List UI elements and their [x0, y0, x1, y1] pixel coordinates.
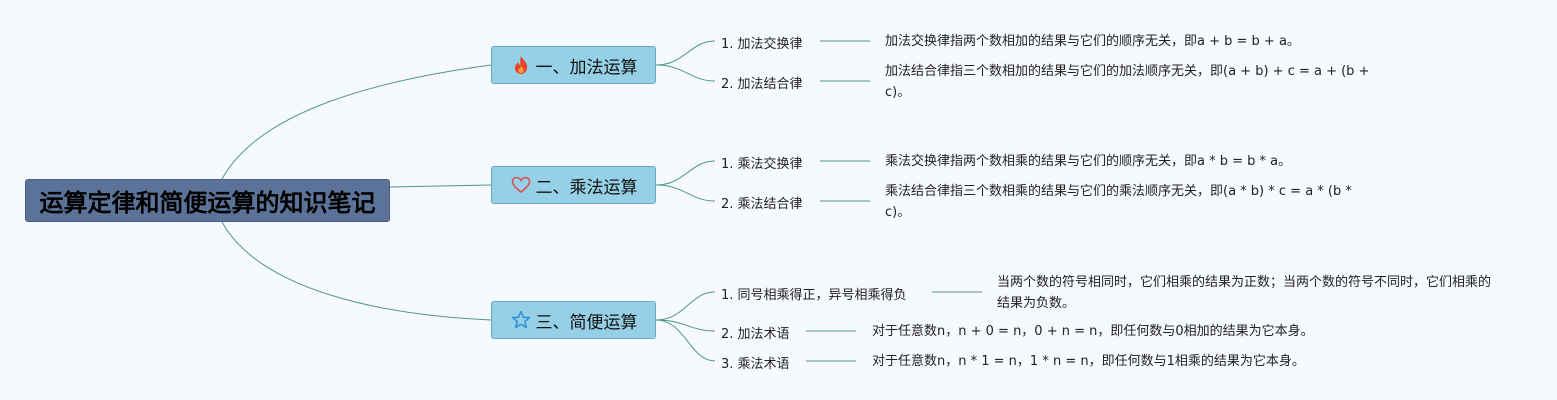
topic-label: 二、乘法运算 — [535, 177, 638, 198]
heart-icon — [510, 174, 532, 196]
topic-label: 三、简便运算 — [535, 312, 638, 333]
subtopic-addition-commutative[interactable]: 1. 加法交换律 — [721, 37, 803, 52]
note-multiplication-commutative: 乘法交换律指两个数相乘的结果与它们的顺序无关，即a * b = b * a。 — [885, 154, 1292, 169]
note-addition-terms: 对于任意数n，n + 0 = n，0 + n = n，即任何数与0相加的结果为它… — [872, 324, 1314, 339]
subtopic-sign-rule[interactable]: 1. 同号相乘得正，异号相乘得负 — [721, 288, 907, 303]
note-addition-associative: 加法结合律指三个数相加的结果与它们的加法顺序无关，即(a + b) + c = … — [885, 64, 1370, 100]
note-addition-commutative: 加法交换律指两个数相加的结果与它们的顺序无关，即a + b = b + a。 — [885, 34, 1300, 49]
topic-multiplication[interactable]: 二、乘法运算 — [491, 166, 656, 204]
subtopic-addition-terms[interactable]: 2. 加法术语 — [721, 327, 790, 342]
note-multiplication-terms: 对于任意数n，n * 1 = n，1 * n = n，即任何数与1相乘的结果为它… — [872, 354, 1305, 369]
subtopic-multiplication-associative[interactable]: 2. 乘法结合律 — [721, 197, 803, 212]
fire-icon — [510, 54, 532, 76]
note-multiplication-associative: 乘法结合律指三个数相乘的结果与它们的乘法顺序无关，即(a * b) * c = … — [885, 184, 1352, 220]
topic-addition[interactable]: 一、加法运算 — [491, 46, 656, 84]
star-icon — [510, 309, 532, 331]
subtopic-multiplication-commutative[interactable]: 1. 乘法交换律 — [721, 157, 803, 172]
subtopic-multiplication-terms[interactable]: 3. 乘法术语 — [721, 357, 790, 372]
note-sign-rule: 当两个数的符号相同时，它们相乘的结果为正数；当两个数的符号不同时，它们相乘的结果… — [997, 275, 1492, 311]
topic-label: 一、加法运算 — [535, 57, 638, 78]
central-topic[interactable]: 运算定律和简便运算的知识笔记 — [25, 179, 390, 222]
subtopic-addition-associative[interactable]: 2. 加法结合律 — [721, 77, 803, 92]
topic-simplification[interactable]: 三、简便运算 — [491, 301, 656, 339]
